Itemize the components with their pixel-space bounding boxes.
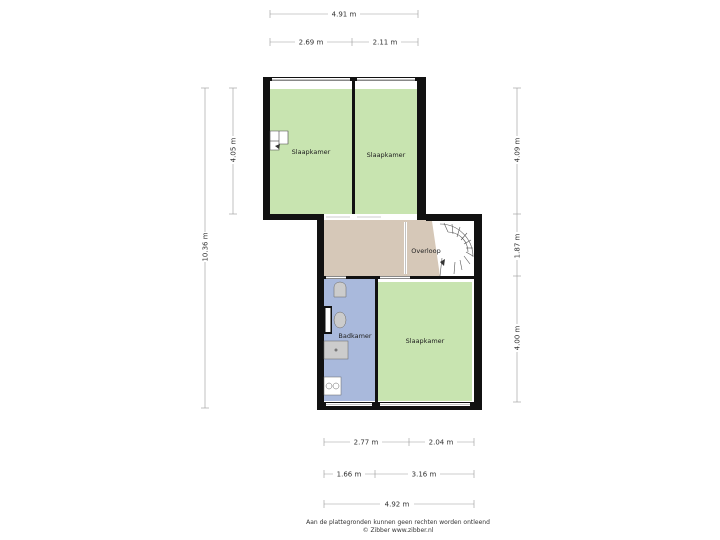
stair-arrow-icon: [440, 259, 445, 266]
dim-right-middle: 1.87 m: [514, 234, 522, 259]
dimension-top: 4.91 m 2.69 m 2.11 m: [269, 9, 419, 47]
room-slaapkamer-2: [355, 89, 417, 214]
windows: [272, 78, 470, 406]
small-stair-arrow-icon: [275, 144, 280, 149]
dim-top-right: 2.11 m: [373, 39, 398, 47]
dim-top-left: 2.69 m: [299, 39, 324, 47]
bathroom-fixtures: [323, 281, 349, 396]
footer-credit: © Zibber www.zibber.nl: [363, 527, 434, 534]
room-slaapkamer-1: [270, 89, 352, 214]
dim-top-total: 4.91 m: [332, 11, 357, 19]
label-overloop: Overloop: [411, 247, 441, 255]
dimension-left: 10.36 m 4.05 m: [199, 87, 239, 409]
room-slaapkamer-3: [378, 282, 472, 401]
footer-disclaimer: Aan de plattegronden kunnen geen rechten…: [306, 519, 490, 526]
dim-bottom-row2-right: 3.16 m: [412, 471, 437, 479]
dimension-bottom: 2.77 m 2.04 m 1.66 m 3.16 m 4.92 m: [323, 437, 475, 509]
dim-left-total: 10.36 m: [202, 232, 210, 261]
dim-bottom-total: 4.92 m: [385, 501, 410, 509]
dim-bottom-row2-left: 1.66 m: [337, 471, 362, 479]
spiral-stair: [439, 222, 474, 277]
dim-bottom-row1-left: 2.77 m: [354, 439, 379, 447]
label-slaapkamer-1: Slaapkamer: [292, 148, 331, 156]
dim-left-top: 4.05 m: [230, 138, 238, 163]
dim-right-top: 4.09 m: [514, 138, 522, 163]
small-stair: [269, 130, 289, 151]
label-badkamer: Badkamer: [338, 332, 372, 340]
dim-right-bottom: 4.00 m: [514, 326, 522, 351]
label-slaapkamer-3: Slaapkamer: [406, 337, 445, 345]
label-slaapkamer-2: Slaapkamer: [367, 151, 406, 159]
dim-bottom-row1-right: 2.04 m: [429, 439, 454, 447]
dimension-right: 4.09 m 1.87 m 4.00 m: [511, 87, 523, 403]
